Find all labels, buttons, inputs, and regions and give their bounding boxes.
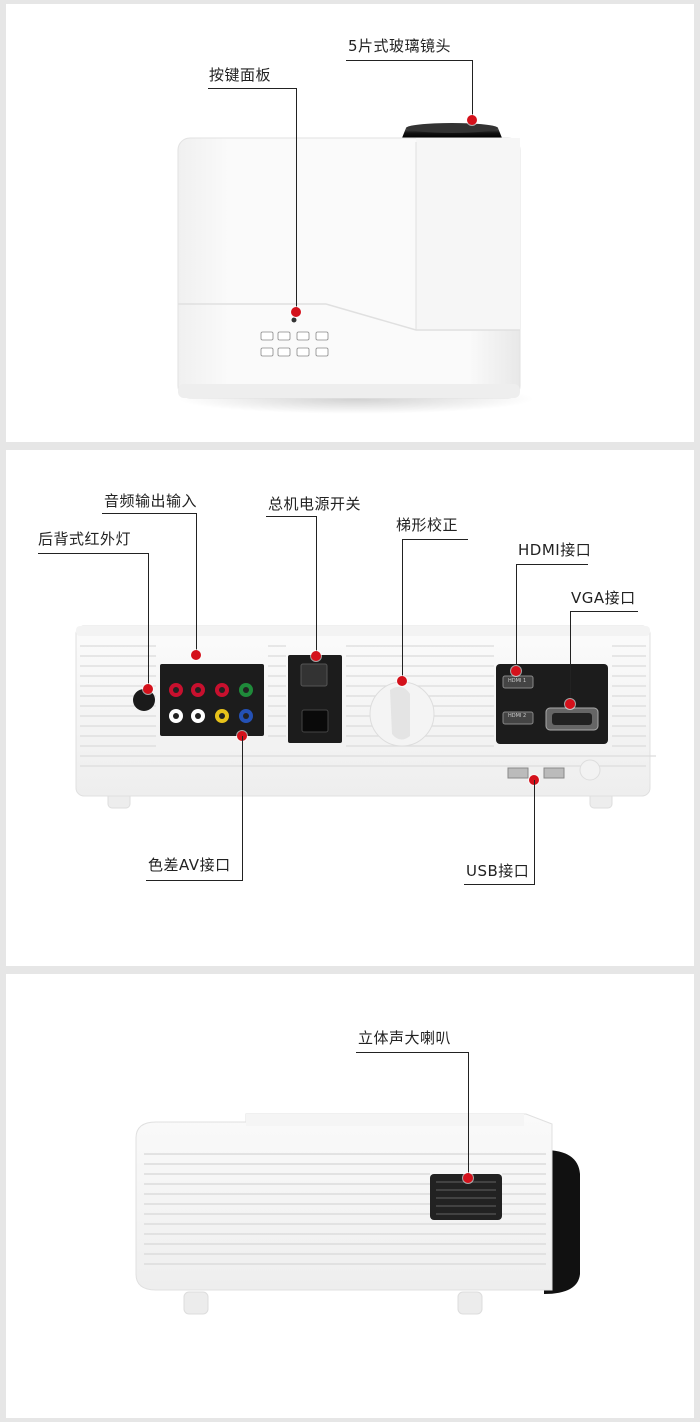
callout-line	[196, 513, 197, 655]
callout-dot	[311, 651, 321, 661]
callout-dot	[463, 1173, 473, 1183]
callout-line	[464, 884, 535, 885]
callout-line	[402, 539, 403, 681]
callout-line	[148, 553, 149, 689]
callout-label-usb: USB接口	[466, 862, 530, 880]
callout-dot	[291, 307, 301, 317]
callout-label-audio: 音频输出输入	[104, 492, 198, 510]
lens-housing	[416, 138, 520, 330]
callout-line	[242, 736, 243, 880]
callout-label-ir: 后背式红外灯	[38, 530, 132, 548]
callout-line	[468, 1052, 469, 1178]
callout-line	[316, 516, 317, 656]
projector-rear-illustration	[75, 625, 656, 809]
callout-label-power: 总机电源开关	[268, 495, 362, 513]
top-view-panel: 5片式玻璃镜头 按键面板	[6, 4, 694, 442]
callout-line	[570, 611, 571, 704]
callout-label-vga: VGA接口	[571, 589, 636, 607]
callout-line	[102, 513, 196, 514]
hdmi1-port-label: HDMI 1	[508, 678, 527, 684]
callout-line	[534, 780, 535, 884]
callout-line	[570, 611, 638, 612]
callout-label-av: 色差AV接口	[148, 856, 231, 874]
callout-line	[402, 539, 468, 540]
callout-line	[146, 880, 243, 881]
callout-line	[356, 1052, 468, 1053]
ir-sensor	[133, 689, 155, 711]
rear-view-panel: HDMI 1 HDMI 2 后背式红外灯 音频输出输入 总机电源开关 梯形校正 …	[6, 450, 694, 966]
hdmi2-port-label: HDMI 2	[508, 713, 527, 719]
rca-jacks	[169, 683, 253, 723]
lens-side	[544, 1150, 580, 1294]
lens-top	[406, 123, 498, 133]
callout-line	[346, 60, 472, 61]
projector-body	[135, 1113, 553, 1291]
speaker-grille	[430, 1174, 502, 1220]
button-panel	[260, 331, 329, 357]
callout-dot	[565, 699, 575, 709]
callout-line	[208, 88, 296, 89]
callout-label-speaker: 立体声大喇叭	[358, 1029, 452, 1047]
callout-dot	[511, 666, 521, 676]
callout-label-button-panel: 按键面板	[209, 66, 272, 84]
callout-label-keystone: 梯形校正	[396, 516, 459, 534]
callout-dot	[143, 684, 153, 694]
projector-side-illustration	[135, 1113, 580, 1315]
side-view-panel: 立体声大喇叭	[6, 974, 694, 1418]
callout-line	[472, 60, 473, 120]
callout-line	[266, 516, 316, 517]
callout-line	[516, 564, 517, 671]
callout-label-hdmi: HDMI接口	[518, 541, 592, 559]
callout-line	[296, 88, 297, 312]
callout-line	[516, 564, 588, 565]
callout-line	[38, 553, 148, 554]
callout-dot	[191, 650, 201, 660]
av-port-panel	[160, 664, 264, 736]
callout-label-lens: 5片式玻璃镜头	[348, 37, 452, 55]
projector-top-illustration	[177, 123, 521, 399]
callout-dot	[467, 115, 477, 125]
callout-dot	[397, 676, 407, 686]
